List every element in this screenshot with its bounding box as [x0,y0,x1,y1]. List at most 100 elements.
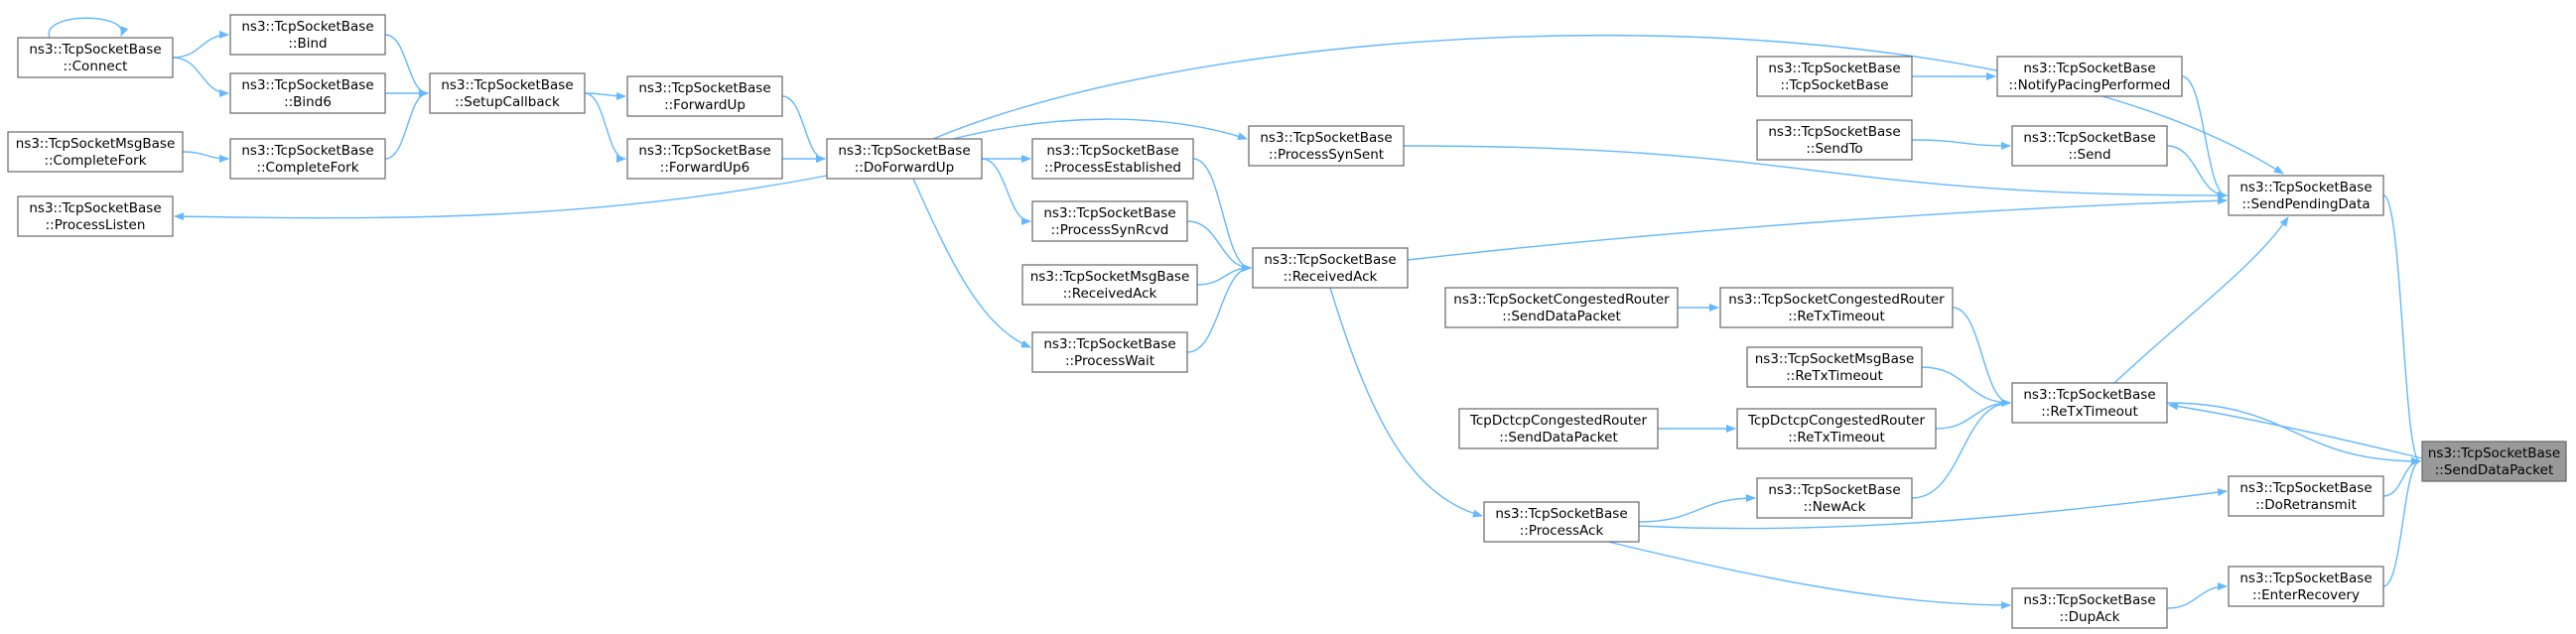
node-label-line2: ::NewAck [1804,499,1866,515]
node-bind6[interactable]: ns3::TcpSocketBase::Bind6 [229,72,386,114]
node-label-line2: ::TcpSocketBase [1780,77,1888,93]
node-box [1756,56,1913,97]
node-box [17,195,174,237]
edge-congRouterReTx-to-reTxTimeout [1952,307,2011,407]
edge-processAck-to-dupAck [1607,541,2011,609]
node-connect[interactable]: ns3::TcpSocketBase::Connect [17,37,174,78]
node-box [1756,119,1913,161]
node-box [1031,200,1188,242]
node-processWait[interactable]: ns3::TcpSocketBase::ProcessWait [1031,331,1188,373]
node-label-line2: ::ReTxTimeout [1786,368,1883,384]
node-congRouterReTx[interactable]: ns3::TcpSocketCongestedRouter::ReTxTimeo… [1719,287,1954,328]
node-dupAck[interactable]: ns3::TcpSocketBase::DupAck [2011,587,2168,629]
node-label-line2: ::Bind6 [284,94,332,110]
node-doForwardUp[interactable]: ns3::TcpSocketBase::DoForwardUp [826,138,983,180]
node-label-line2: ::SendDataPacket [2435,462,2554,478]
node-tcpSocketBaseCtor[interactable]: ns3::TcpSocketBase::TcpSocketBase [1756,56,1913,97]
node-box [1248,125,1405,167]
node-box [2011,587,2168,629]
node-label-line2: ::DoRetransmit [2255,497,2357,513]
node-label-line1: ns3::TcpSocketBase [241,143,373,159]
node-label-line1: ns3::TcpSocketBase [2023,387,2155,403]
node-box [1736,408,1937,449]
node-enterRecovery[interactable]: ns3::TcpSocketBase::EnterRecovery [2228,566,2384,607]
node-box [1031,138,1194,180]
edge-setupCallback-to-forwardUp6 [584,92,626,163]
node-box [1021,264,1198,306]
node-label-line1: ns3::TcpSocketBase [1768,482,1900,498]
node-label-line1: TcpDctcpCongestedRouter [1469,413,1648,429]
node-setupCallback[interactable]: ns3::TcpSocketBase::SetupCallback [429,72,586,114]
node-completeFork[interactable]: ns3::TcpSocketBase::CompleteFork [229,138,386,180]
node-label-line1: ns3::TcpSocketBase [2428,445,2560,461]
node-label-line2: ::ForwardUp6 [660,160,749,176]
node-label-line2: ::CompleteFork [44,153,146,169]
node-label-line1: ns3::TcpSocketMsgBase [16,136,176,152]
node-dctcpRouterReTx[interactable]: TcpDctcpCongestedRouter::ReTxTimeout [1736,408,1937,449]
node-box [2228,175,2384,216]
node-label-line1: ns3::TcpSocketBase [2239,571,2372,586]
node-msgCompleteFork[interactable]: ns3::TcpSocketMsgBase::CompleteFork [7,131,184,173]
edge-completeFork-to-setupCallback [384,89,429,160]
node-label-line2: ::SendDataPacket [1502,309,1621,324]
edge-forwardUp-to-doForwardUp [781,95,826,163]
node-label-line1: ns3::TcpSocketBase [1043,205,1175,221]
node-box [229,138,386,180]
node-label-line1: ns3::TcpSocketBase [1264,252,1396,268]
node-label-line1: TcpDctcpCongestedRouter [1747,413,1926,429]
node-receivedAck[interactable]: ns3::TcpSocketBase::ReceivedAck [1252,247,1409,289]
node-sendDataPacket[interactable]: ns3::TcpSocketBase::SendDataPacket [2421,441,2567,482]
node-newAck[interactable]: ns3::TcpSocketBase::NewAck [1756,477,1913,519]
node-label-line2: ::ReceivedAck [1063,286,1157,302]
node-processListen[interactable]: ns3::TcpSocketBase::ProcessListen [17,195,174,237]
node-box [1483,501,1640,543]
node-msgReTx[interactable]: ns3::TcpSocketMsgBase::ReTxTimeout [1746,346,1923,388]
edge-send-to-sendPendingData [2166,145,2228,199]
edge-doForwardUp-to-processWait [912,178,1031,348]
node-label-line2: ::ProcessEstablished [1044,160,1181,176]
node-layer: ns3::TcpSocketBase::Connectns3::TcpSocke… [7,14,2567,629]
node-box [229,72,386,114]
node-label-line2: ::DupAck [2060,609,2120,625]
node-box [2228,566,2384,607]
node-box [17,37,174,78]
node-label-line1: ns3::TcpSocketBase [1768,61,1900,76]
node-sendTo[interactable]: ns3::TcpSocketBase::SendTo [1756,119,1913,161]
node-dctcpRouterSendData[interactable]: TcpDctcpCongestedRouter::SendDataPacket [1458,408,1659,449]
edge-receivedAck-to-processAck [1329,287,1483,518]
node-box [1444,287,1679,328]
node-msgReceivedAck[interactable]: ns3::TcpSocketMsgBase::ReceivedAck [1021,264,1198,306]
node-doRetransmit[interactable]: ns3::TcpSocketBase::DoRetransmit [2228,475,2384,517]
node-label-line1: ns3::TcpSocketBase [838,143,970,159]
node-label-line1: ns3::TcpSocketMsgBase [1030,269,1190,285]
node-box [1031,331,1188,373]
node-label-line1: ns3::TcpSocketBase [2239,180,2372,195]
node-label-line2: ::ProcessSynSent [1269,147,1384,163]
node-notifyPacing[interactable]: ns3::TcpSocketBase::NotifyPacingPerforme… [1996,56,2183,97]
edge-enterRecovery-to-sendDataPacket [2382,457,2421,587]
node-congRouterSendData[interactable]: ns3::TcpSocketCongestedRouter::SendDataP… [1444,287,1679,328]
node-label-line2: ::ProcessSynRcvd [1051,222,1169,238]
node-label-line1: ns3::TcpSocketBase [241,77,373,93]
node-label-line1: ns3::TcpSocketBase [29,42,161,58]
node-label-line2: ::CompleteFork [256,160,358,176]
node-forwardUp6[interactable]: ns3::TcpSocketBase::ForwardUp6 [626,138,783,180]
node-forwardUp[interactable]: ns3::TcpSocketBase::ForwardUp [626,75,783,117]
node-label-line1: ns3::TcpSocketBase [1260,130,1392,146]
node-reTxTimeout[interactable]: ns3::TcpSocketBase::ReTxTimeout [2011,382,2168,424]
node-processEstablished[interactable]: ns3::TcpSocketBase::ProcessEstablished [1031,138,1194,180]
node-label-line1: ns3::TcpSocketBase [1495,506,1627,522]
edge-sendDataPacket-to-reTxTimeout [2168,402,2423,459]
edge-receivedAck-to-sendPendingData [1407,196,2228,261]
node-send[interactable]: ns3::TcpSocketBase::Send [2011,125,2168,167]
node-label-line1: ns3::TcpSocketBase [2239,480,2372,496]
node-processAck[interactable]: ns3::TcpSocketBase::ProcessAck [1483,501,1640,543]
node-label-line1: ns3::TcpSocketBase [1768,124,1900,140]
node-processSynRcvd[interactable]: ns3::TcpSocketBase::ProcessSynRcvd [1031,200,1188,242]
node-label-line2: ::SendTo [1806,141,1862,157]
node-label-line2: ::ReceivedAck [1284,269,1378,285]
node-bind[interactable]: ns3::TcpSocketBase::Bind [229,14,386,56]
node-processSynSent[interactable]: ns3::TcpSocketBase::ProcessSynSent [1248,125,1405,167]
node-sendPendingData[interactable]: ns3::TcpSocketBase::SendPendingData [2228,175,2384,216]
node-label-line2: ::SendDataPacket [1499,430,1618,445]
